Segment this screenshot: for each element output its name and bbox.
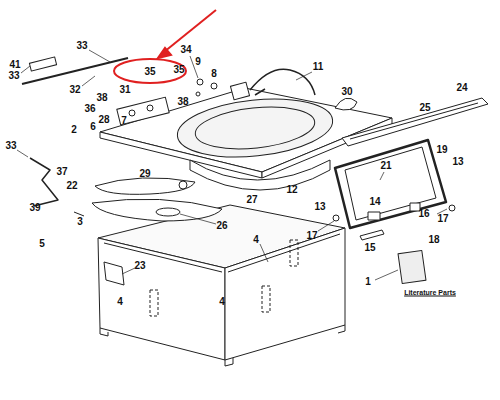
callout-number: 3 — [76, 217, 84, 227]
hinge — [368, 212, 380, 220]
callout-number: 13 — [451, 157, 464, 167]
callout-number: 35 — [172, 65, 185, 75]
callout-number: 22 — [65, 181, 78, 191]
callout-number: 4 — [218, 297, 226, 307]
callout-number: 4 — [252, 235, 260, 245]
callout-number: 17 — [436, 214, 449, 224]
callout-number: 21 — [379, 161, 392, 171]
callout-number: 16 — [417, 209, 430, 219]
callout-number: 15 — [363, 243, 376, 253]
callout-number: 27 — [245, 195, 258, 205]
highlight — [114, 10, 216, 83]
callout-number: 5 — [38, 239, 46, 249]
callout-number: 29 — [138, 169, 151, 179]
knob — [335, 98, 357, 110]
callout-number: 28 — [97, 115, 110, 125]
callout-number: 12 — [285, 185, 298, 195]
callout-number: 11 — [312, 62, 325, 72]
callout-number: 35 — [143, 67, 156, 77]
callout-number: 23 — [133, 261, 146, 271]
callout-number: 18 — [427, 235, 440, 245]
callout-number: 32 — [68, 85, 81, 95]
callout-number: 37 — [55, 167, 68, 177]
cabinet-side — [225, 228, 345, 360]
callout-number: 7 — [120, 116, 128, 126]
callout-number: 9 — [194, 57, 202, 67]
cabinet-front — [98, 238, 225, 360]
literature-icon — [398, 250, 426, 283]
wire-harness — [250, 69, 315, 95]
callout-number: 6 — [89, 122, 97, 132]
top-panel — [100, 88, 392, 172]
callout-number: 17 — [305, 231, 318, 241]
callout-number: 38 — [95, 93, 108, 103]
callout-number: 34 — [179, 45, 192, 55]
callout-number: 4 — [116, 297, 124, 307]
access-panel — [104, 262, 124, 285]
plate — [95, 178, 195, 195]
callout-number: 19 — [435, 145, 448, 155]
lid — [335, 140, 446, 228]
clip — [29, 57, 56, 71]
callout-number: 41 — [8, 60, 21, 70]
callout-number: 1 — [364, 277, 372, 287]
leader-lines — [17, 50, 447, 280]
console-strip — [342, 98, 488, 146]
tub-ring — [190, 160, 330, 190]
spring-rod — [30, 158, 58, 206]
callout-number: 31 — [118, 85, 131, 95]
callout-number: 33 — [4, 141, 17, 151]
callout-number: 24 — [455, 83, 468, 93]
callout-number: 33 — [75, 41, 88, 51]
callout-number: 13 — [313, 202, 326, 212]
callout-number: 25 — [418, 103, 431, 113]
support-bracket — [92, 199, 222, 221]
part-name: Literature Parts — [403, 289, 457, 296]
callout-number: 38 — [176, 97, 189, 107]
callout-number: 14 — [368, 197, 381, 207]
callout-number: 36 — [83, 104, 96, 114]
callout-number: 8 — [210, 69, 218, 79]
callout-number: 30 — [340, 87, 353, 97]
callout-number: 26 — [215, 221, 228, 231]
callout-number: 39 — [28, 203, 41, 213]
callout-number: 2 — [70, 125, 78, 135]
callout-number: 33 — [7, 71, 20, 81]
